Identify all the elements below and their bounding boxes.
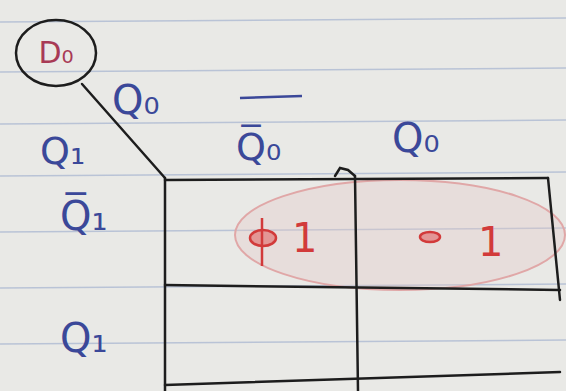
variable-label: Q₀ xyxy=(112,80,160,120)
ruled-lines xyxy=(0,18,566,344)
variable-label: Q₁ xyxy=(40,132,85,170)
row-header: Q₁ xyxy=(60,318,108,358)
row-header: Q̅₁ xyxy=(60,196,108,236)
circle-node: D₀ xyxy=(14,18,98,88)
column-header: Q̅₀ xyxy=(236,128,281,166)
cell-marks xyxy=(250,218,440,266)
cell-value: 1 xyxy=(478,222,503,262)
grouping-loop xyxy=(235,180,565,290)
kmap-grid xyxy=(82,84,560,391)
node-text: D₀ xyxy=(14,18,98,88)
column-header: Q₀ xyxy=(392,118,440,158)
overline-stroke xyxy=(240,96,302,98)
cell-value: 1 xyxy=(292,218,317,258)
